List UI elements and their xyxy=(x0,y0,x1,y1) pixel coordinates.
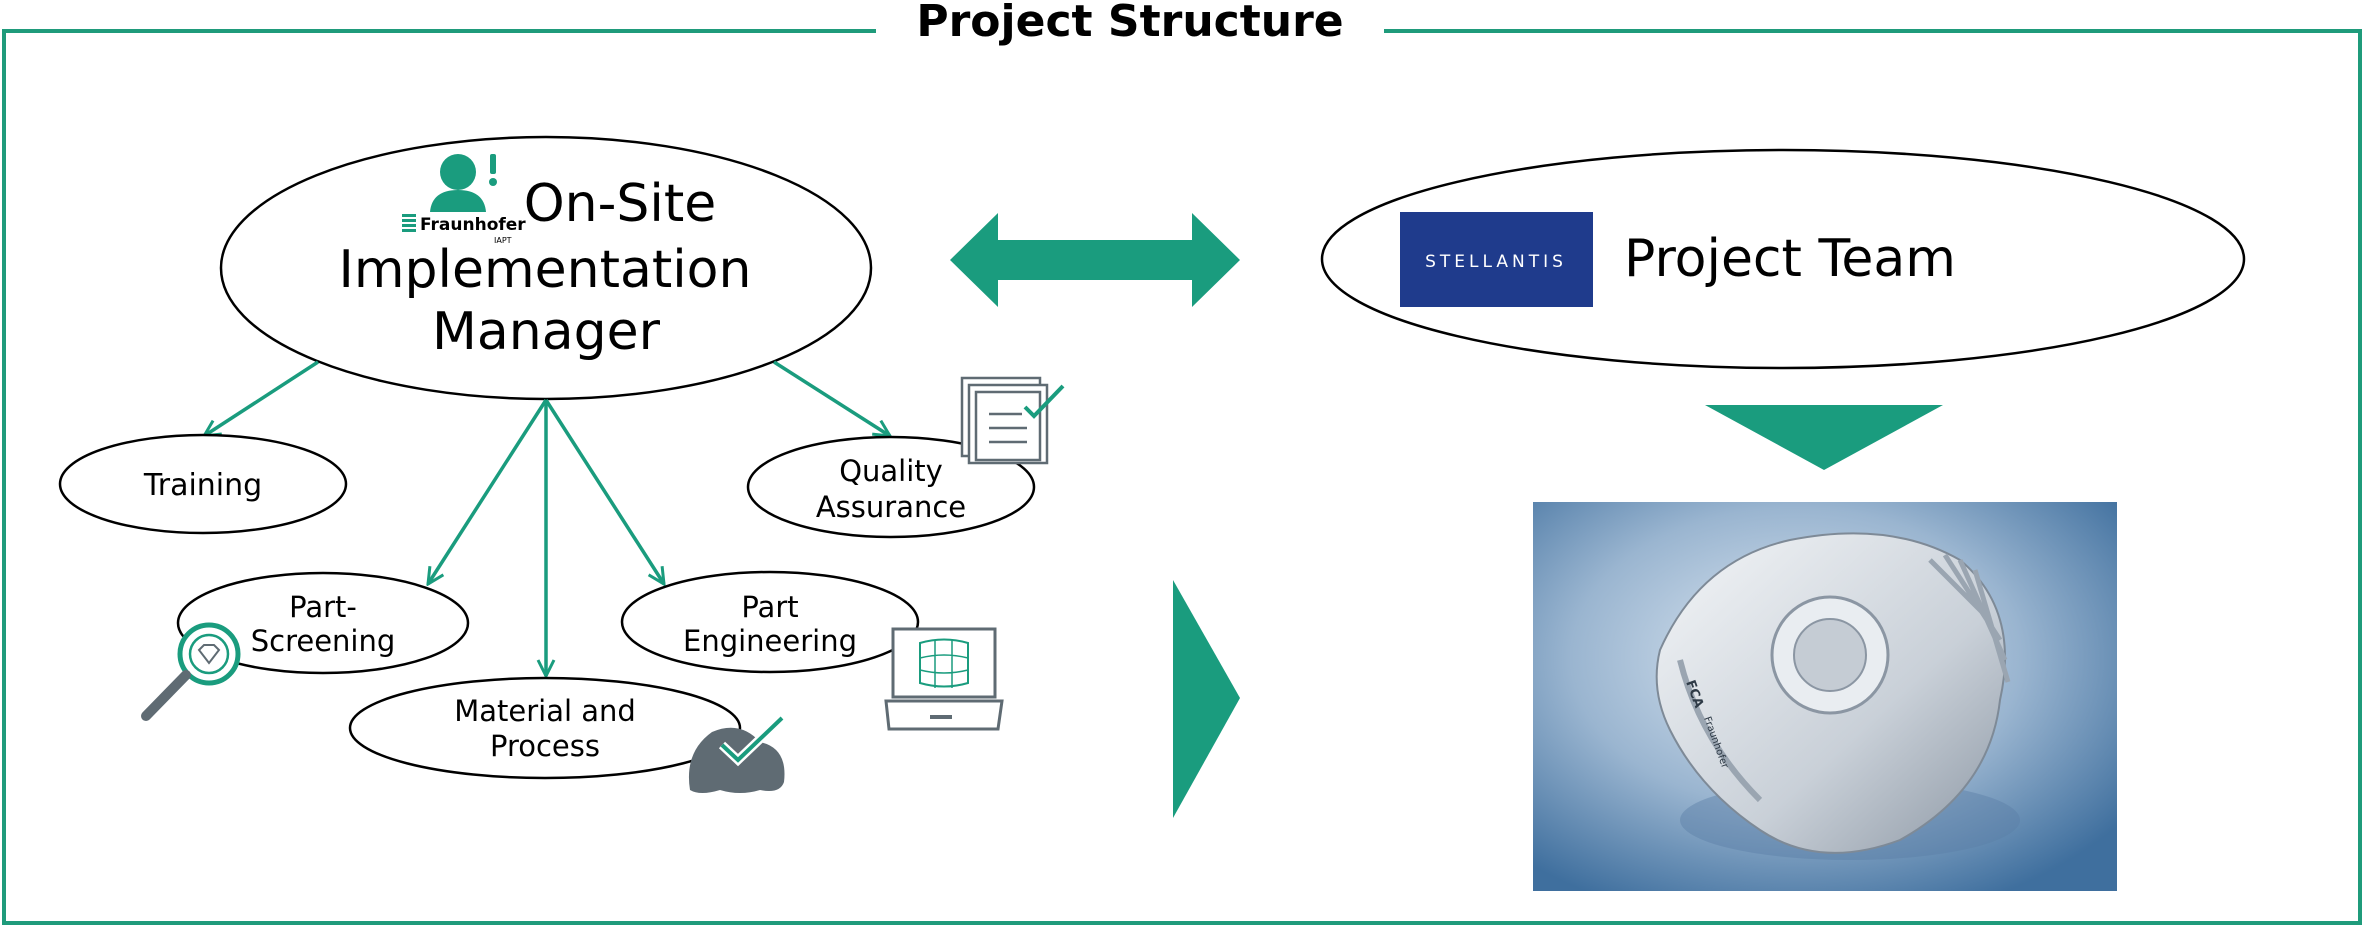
stellantis-logo: STELLANTIS xyxy=(1400,212,1593,307)
material-label-line2: Process xyxy=(490,729,600,763)
fraunhofer-logo: Fraunhofer IAPT xyxy=(402,214,526,245)
material-label-line1: Material and xyxy=(454,694,636,728)
training-ellipse xyxy=(58,433,348,535)
quality-label-line2: Assurance xyxy=(816,490,966,524)
quality-ellipse xyxy=(746,435,1036,539)
product-photo: FCA Fraunhofer xyxy=(1533,502,2117,891)
manager-label-line2: Implementation xyxy=(339,240,752,300)
training-label: Training xyxy=(143,468,262,503)
arrow-to-training xyxy=(204,360,319,436)
down-triangle xyxy=(1705,405,1943,470)
laptop-mesh-icon xyxy=(884,627,1004,731)
fraunhofer-logo-text: Fraunhofer xyxy=(420,215,526,235)
part-screening-ellipse xyxy=(176,571,470,675)
printed-part xyxy=(1655,532,2011,854)
stellantis-logo-text: STELLANTIS xyxy=(1425,252,1567,272)
diagram-title: Project Structure xyxy=(0,0,2260,47)
manager-label-line3: Manager xyxy=(432,302,661,362)
double-arrow xyxy=(950,213,1240,307)
diagram-title-text: Project Structure xyxy=(876,0,1384,47)
arrow-to-quality xyxy=(773,360,890,436)
person-icon xyxy=(430,154,497,212)
part-engineering-ellipse xyxy=(620,570,920,674)
arrow-to-part-screening xyxy=(428,399,548,584)
frame-border xyxy=(2,29,2362,925)
part-engineering-label-line2: Engineering xyxy=(683,624,857,658)
magnifier-diamond-icon xyxy=(141,622,241,721)
project-team-ellipse xyxy=(1320,148,2246,370)
powder-check-icon xyxy=(688,714,786,793)
quality-label-line1: Quality xyxy=(839,454,943,488)
documents-check-icon xyxy=(960,376,1065,465)
project-team-label: Project Team xyxy=(1624,229,1956,289)
right-triangle xyxy=(1173,580,1240,818)
part-screening-label-line1: Part- xyxy=(289,590,357,624)
manager-ellipse xyxy=(219,135,873,401)
material-ellipse xyxy=(348,676,742,780)
part-engineering-label-line1: Part xyxy=(741,590,798,624)
part-screening-label-line2: Screening xyxy=(251,624,396,658)
arrow-to-part-engineering xyxy=(544,399,664,584)
fraunhofer-logo-subtext: IAPT xyxy=(494,236,512,245)
manager-label-line1: On-Site xyxy=(524,174,717,234)
